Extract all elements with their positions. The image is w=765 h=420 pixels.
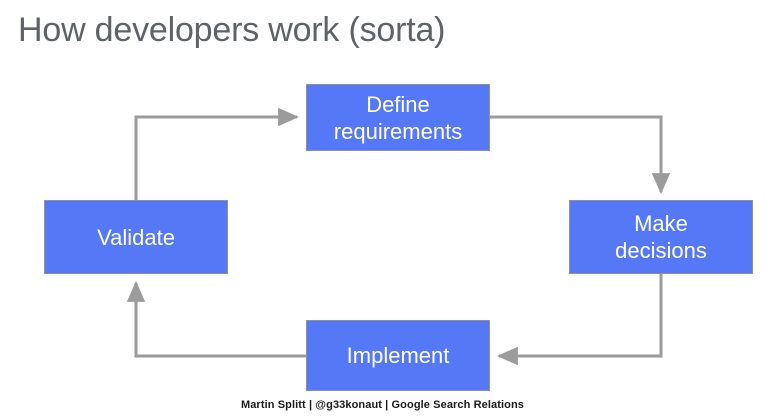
edge-define-to-decisions bbox=[490, 115, 671, 195]
node-label: Make decisions bbox=[609, 210, 713, 264]
process-node-validate[interactable]: Validate bbox=[44, 200, 228, 274]
node-label-line2: decisions bbox=[615, 238, 707, 263]
edge-implement-to-validate bbox=[126, 280, 306, 358]
node-label-line2: requirements bbox=[333, 118, 463, 144]
node-label-line1: Define bbox=[366, 91, 430, 117]
node-label: Define requirements bbox=[328, 91, 468, 145]
process-node-define-requirements[interactable]: Define requirements bbox=[306, 84, 490, 151]
edge-validate-to-define bbox=[134, 107, 300, 200]
process-node-make-decisions[interactable]: Make decisions bbox=[569, 200, 753, 274]
process-node-implement[interactable]: Implement bbox=[306, 320, 490, 391]
node-label-line1: Make bbox=[634, 211, 688, 236]
edge-decisions-to-implement bbox=[496, 274, 663, 366]
node-label: Validate bbox=[97, 224, 175, 250]
presenter-credit: Martin Splitt | @g33konaut | Google Sear… bbox=[240, 399, 525, 411]
page-title: How developers work (sorta) bbox=[18, 11, 446, 49]
node-label: Implement bbox=[346, 343, 450, 368]
